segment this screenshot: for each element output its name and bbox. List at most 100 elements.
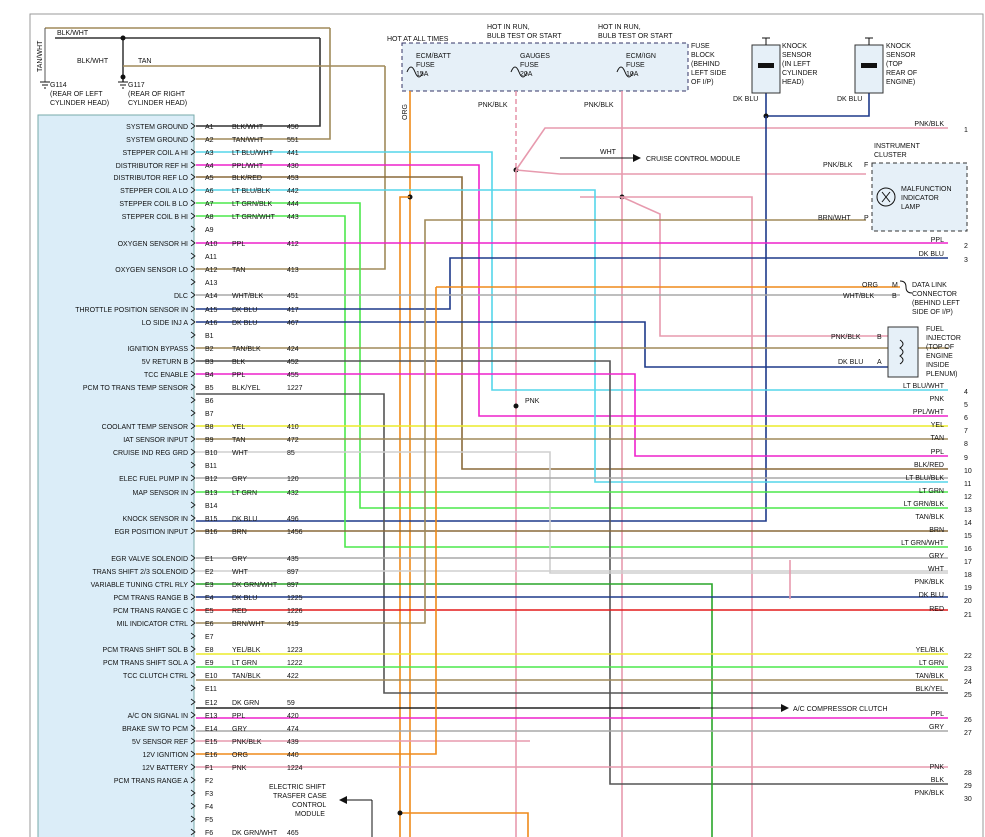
pcm-pin-wire-color: BRN/WHT	[232, 621, 265, 628]
fuel-injector: PNK/BLK B DK BLU A FUEL INJECTOR (TOP OF…	[831, 326, 961, 378]
pcm-pin-label: CRUISE IND REG GRD	[113, 450, 188, 457]
g117-line1: (REAR OF RIGHT	[128, 91, 186, 98]
knock-top-l2: SENSOR	[886, 52, 916, 59]
pcm-pin-label: OXYGEN SENSOR LO	[115, 267, 188, 274]
pcm-pin-circuit: 59	[287, 700, 295, 707]
pcm-pin-number: B5	[205, 385, 214, 392]
pcm-pin-label: OXYGEN SENSOR HI	[118, 241, 188, 248]
pcm-pin-row: B1	[190, 331, 214, 340]
pcm-pin-wire-color: PPL	[232, 372, 245, 379]
fuse-block-box	[401, 42, 689, 92]
terminal-wire-label: RED	[929, 606, 944, 613]
pcm-pin-number: A8	[205, 214, 214, 221]
pcm-pin-number: A12	[205, 267, 218, 274]
transfer-case-l4: MODULE	[295, 811, 325, 818]
terminal-wire-label: WHT	[928, 566, 945, 573]
pcm-pin-circuit: 1225	[287, 595, 303, 602]
knock-wire-label-a: DK BLU	[733, 96, 758, 103]
wire-layer	[196, 28, 948, 837]
pcm-pin-circuit: 85	[287, 450, 295, 457]
pcm-pin-wire-color: BLK/WHT	[232, 124, 264, 131]
wire-lt-grn-wht-443	[196, 215, 948, 548]
pcm-pin-number: B8	[205, 424, 214, 431]
fuse-block-l2: BLOCK	[691, 52, 715, 59]
pin-chevron-icon	[190, 173, 196, 181]
pcm-pin-number: B15	[205, 516, 218, 523]
pin-chevron-icon	[190, 501, 196, 509]
pcm-pin-circuit: 441	[287, 150, 299, 157]
pcm-pin-wire-color: DK BLU	[232, 307, 257, 314]
terminal-number: 26	[964, 717, 972, 724]
wire-lt-blu-blk-442	[196, 189, 948, 483]
pcm-pin-row: F3	[190, 789, 213, 798]
pcm-pin-circuit: 420	[287, 713, 299, 720]
pin-chevron-icon	[190, 331, 196, 339]
pcm-pin-circuit: 444	[287, 201, 299, 208]
ac-compressor-clutch: A/C COMPRESSOR CLUTCH	[793, 706, 888, 713]
pcm-pin-wire-color: DK BLU	[232, 320, 257, 327]
injector-pin-b: B	[877, 334, 882, 341]
fuse-block-label: FUSE BLOCK (BEHIND LEFT SIDE OF I/P)	[691, 43, 727, 86]
pin-chevron-icon	[190, 148, 196, 156]
pcm-pin-number: A9	[205, 227, 214, 234]
pcm-pin-wire-color: BLK/YEL	[232, 385, 261, 392]
pcm-pin-circuit: 410	[287, 424, 299, 431]
pcm-pin-circuit: 413	[287, 267, 299, 274]
ground-symbol-g117	[118, 81, 128, 89]
pin-chevron-icon	[190, 212, 196, 220]
pin-chevron-icon	[190, 711, 196, 719]
hot-run-b-line1: HOT IN RUN,	[598, 24, 641, 31]
pcm-pin-label: LO SIDE INJ A	[142, 320, 189, 327]
pin-chevron-icon	[190, 724, 196, 732]
knock-top-l5: ENGINE)	[886, 79, 915, 86]
pin-chevron-icon	[190, 225, 196, 233]
pcm-pin-wire-color: YEL/BLK	[232, 647, 261, 654]
terminal-wire-label: PPL	[931, 711, 944, 718]
wire-brn-wht-419	[196, 219, 866, 624]
transfer-case-l2: TRASFER CASE	[273, 793, 327, 800]
injector-l4: ENGINE	[926, 353, 953, 360]
fuse-ecm-ign-l3: 10A	[626, 71, 639, 78]
pcm-pin-number: F2	[205, 778, 213, 785]
pcm-pin-label: VARIABLE TUNING CTRL RLY	[91, 582, 189, 589]
pin-chevron-icon	[190, 763, 196, 771]
wire-blk-red-453	[196, 176, 948, 470]
terminal-number: 12	[964, 494, 972, 501]
terminal-wire-label: TAN	[931, 435, 944, 442]
pcm-pin-number: A16	[205, 320, 218, 327]
knock-top-l4: REAR OF	[886, 70, 917, 77]
pcm-pin-wire-color: PPL	[232, 241, 245, 248]
terminal-number: 28	[964, 770, 972, 777]
dlc-wht-blk-label: WHT/BLK	[843, 293, 874, 300]
terminal-wire-label: BRN	[929, 527, 944, 534]
pcm-pin-label: PCM TO TRANS TEMP SENSOR	[83, 385, 188, 392]
pcm-pin-number: B14	[205, 503, 218, 510]
pin-chevron-icon	[190, 291, 196, 299]
pcm-pin-circuit: 417	[287, 307, 299, 314]
pcm-pin-circuit: 465	[287, 830, 299, 837]
pcm-pin-number: E2	[205, 569, 214, 576]
pcm-pin-label: TRANS SHIFT 2/3 SOLENOID	[92, 569, 188, 576]
ground-section: TAN/WHT BLK/WHT BLK/WHT TAN G114 (REAR O…	[37, 27, 385, 107]
terminal-number: 6	[964, 415, 968, 422]
pcm-pin-number: E6	[205, 621, 214, 628]
diagram-frame	[29, 13, 984, 837]
fuse-ecm-ign: ECM/IGN FUSE 10A	[616, 53, 656, 78]
pin-chevron-icon	[190, 461, 196, 469]
instrument-cluster: INSTRUMENT CLUSTER MALFUNCTION INDICATOR…	[818, 143, 968, 232]
